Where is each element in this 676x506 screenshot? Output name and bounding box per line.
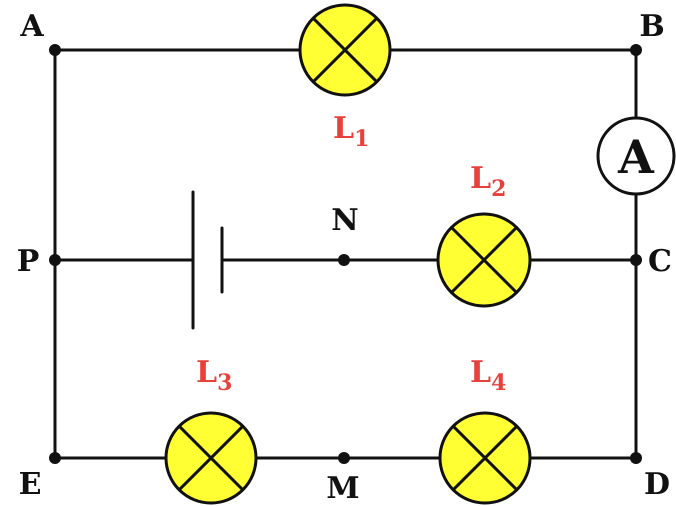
lamp-L4: [438, 411, 532, 505]
lamp-L3: [164, 411, 258, 505]
label-A: A: [19, 9, 44, 44]
label-C: C: [648, 244, 672, 279]
label-L2: L2: [470, 161, 506, 202]
label-E: E: [19, 467, 42, 502]
node-C: [630, 254, 642, 266]
label-P: P: [17, 244, 40, 279]
label-L3: L3: [196, 355, 232, 396]
label-B: B: [639, 9, 664, 44]
node-M: [338, 452, 350, 464]
lamp-L1: [298, 3, 392, 97]
node-N: [338, 254, 350, 266]
label-M: M: [326, 471, 359, 506]
ammeter: A: [596, 116, 676, 196]
node-E: [49, 452, 61, 464]
node-A: [49, 44, 61, 56]
node-D: [630, 452, 642, 464]
node-P: [49, 254, 61, 266]
label-N: N: [331, 203, 358, 238]
point-labels: A B P N C E M D: [17, 9, 672, 506]
junction-nodes: [49, 44, 642, 464]
battery: [191, 190, 224, 330]
lamp-labels: L1 L2 L3 L4: [196, 111, 506, 396]
label-L4: L4: [470, 355, 506, 396]
ammeter-circle: [596, 116, 676, 196]
node-B: [630, 44, 642, 56]
wires: [53, 48, 638, 460]
label-D: D: [644, 467, 670, 502]
ammeter-label: A: [617, 130, 655, 184]
label-L1: L1: [333, 111, 369, 152]
lamp-L2: [436, 212, 532, 308]
